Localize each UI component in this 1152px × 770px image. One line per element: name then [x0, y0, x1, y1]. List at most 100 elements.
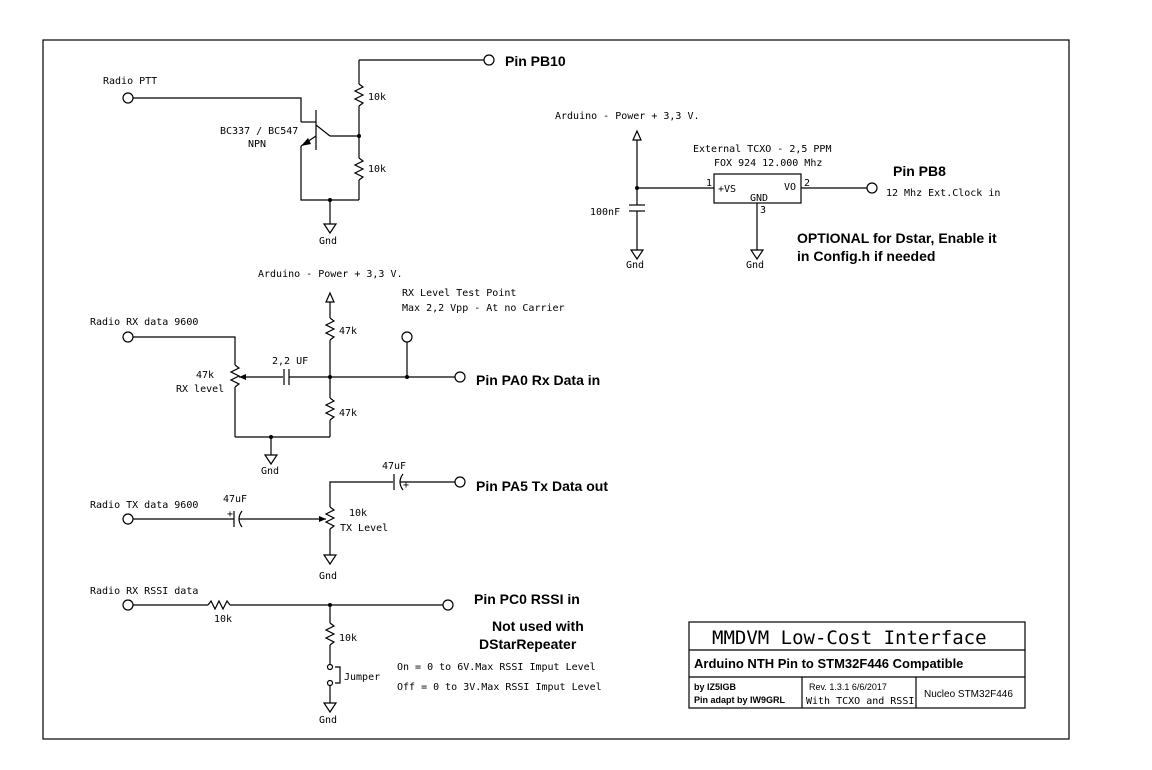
potentiometer-47k [229, 364, 241, 388]
rx-section: Arduino - Power + 3,3 V. 47k 47k RX Leve… [90, 269, 600, 477]
gnd-label: Gnd [746, 260, 764, 271]
resistor-10k-bottom [353, 157, 365, 181]
jumper-off-note: Off = 0 to 3V.Max RSSI Imput Level [397, 682, 602, 693]
not-used-note-1: Not used with [492, 618, 584, 634]
tcxo-title: External TCXO - 2,5 PPM [693, 144, 831, 155]
resistor-10k-series [207, 599, 231, 611]
pin-pa5-terminal [454, 476, 466, 488]
cap-2u2-label: 2,2 UF [272, 356, 308, 367]
ground-icon [322, 702, 338, 714]
jumper-pin-top [326, 663, 334, 671]
tx-section: 47uF + Pin PA5 Tx Data out Radio TX data… [90, 461, 608, 582]
gnd-label: Gnd [626, 260, 644, 271]
pin3-label: 3 [760, 205, 766, 216]
vs-label: +VS [718, 184, 736, 195]
ground-icon [749, 249, 765, 261]
jumper-pin-bottom [326, 679, 334, 687]
revision-label: Rev. 1.3.1 6/6/2017 [809, 682, 887, 692]
power-arrow-icon [632, 129, 642, 141]
wiper-arrow-icon [319, 516, 326, 522]
emitter-arrow-icon [301, 138, 311, 146]
vo-label: VO [784, 182, 796, 193]
pin-pb10-terminal [483, 54, 495, 66]
cap-47uf-in-label: 47uF [223, 494, 247, 505]
npn-label: NPN [248, 139, 266, 150]
r10k-top-label: 10k [368, 92, 386, 103]
not-used-note-2: DStarRepeater [479, 636, 577, 652]
rssi-section: Radio RX RSSI data 10k Pin PC0 RSSI in N… [90, 586, 602, 726]
radio-rssi-label: Radio RX RSSI data [90, 586, 198, 597]
resistor-10k-top [353, 83, 365, 107]
plus-label: + [403, 480, 409, 491]
pin-pa5-label: Pin PA5 Tx Data out [476, 478, 608, 494]
title-block-subtitle: Arduino NTH Pin to STM32F446 Compatible [694, 656, 963, 671]
r10k-shunt-label: 10k [339, 633, 357, 644]
variant-label: With TCXO and RSSI [806, 696, 914, 707]
pin-pb8-terminal [866, 182, 878, 194]
transistor-label: BC337 / BC547 [220, 126, 298, 137]
pin2-label: 2 [804, 178, 810, 189]
rx-level-label: RX level [176, 384, 224, 395]
radio-tx-terminal [122, 513, 134, 525]
radio-rx-label: Radio RX data 9600 [90, 317, 198, 328]
pin-pb10-label: Pin PB10 [505, 53, 566, 69]
pin-pc0-label: Pin PC0 RSSI in [474, 591, 580, 607]
testpoint-label-2: Max 2,2 Vpp - At no Carrier [402, 303, 565, 314]
radio-ptt-label: Radio PTT [103, 76, 157, 87]
optional-note-1: OPTIONAL for Dstar, Enable it [797, 230, 997, 246]
tcxo-power-label: Arduino - Power + 3,3 V. [555, 111, 700, 122]
plus-label: + [227, 509, 233, 520]
gnd-label: Gnd [319, 571, 337, 582]
jumper-on-note: On = 0 to 6V.Max RSSI Imput Level [397, 662, 596, 673]
tcxo-part: FOX 924 12.000 Mhz [714, 158, 822, 169]
radio-rssi-terminal [122, 599, 134, 611]
testpoint-terminal [401, 331, 413, 343]
gnd-label: Gnd [319, 715, 337, 726]
ptt-section: Radio PTT BC337 / BC547 NPN 10k 10k Pin … [103, 53, 566, 247]
drawing-border [42, 39, 1070, 740]
author-label: by IZ5IGB [694, 682, 737, 692]
pot-47k-label: 47k [196, 370, 214, 381]
tx-level-label: TX Level [340, 523, 388, 534]
pin-pa0-label: Pin PA0 Rx Data in [476, 372, 600, 388]
testpoint-label-1: RX Level Test Point [402, 288, 516, 299]
ground-icon [629, 249, 645, 261]
gnd-label: Gnd [319, 236, 337, 247]
title-block-title: MMDVM Low-Cost Interface [712, 627, 987, 649]
title-block: MMDVM Low-Cost Interface Arduino NTH Pin… [688, 621, 1026, 709]
potentiometer-10k [324, 506, 336, 530]
pin-pb8-label: Pin PB8 [893, 163, 946, 179]
ground-icon [322, 554, 338, 566]
resistor-47k-top [324, 317, 336, 341]
pin1-label: 1 [706, 178, 712, 189]
gnd-label: Gnd [261, 466, 279, 477]
chip-gnd-label: GND [750, 193, 768, 204]
r10k-bottom-label: 10k [368, 164, 386, 175]
adapt-label: Pin adapt by IW9GRL [694, 695, 786, 705]
clock-label: 12 Mhz Ext.Clock in [886, 188, 1000, 199]
rx-power-label: Arduino - Power + 3,3 V. [258, 269, 403, 280]
power-arrow-icon [325, 291, 335, 303]
jumper-label: Jumper [344, 672, 380, 683]
r47k-bottom-label: 47k [339, 408, 357, 419]
pin-pa0-terminal [454, 371, 466, 383]
optional-note-2: in Config.h if needed [797, 248, 935, 264]
resistor-47k-bottom [324, 397, 336, 421]
board-label: Nucleo STM32F446 [924, 689, 1013, 700]
radio-rx-terminal [122, 331, 134, 343]
cap-47uf-out-label: 47uF [382, 461, 406, 472]
pot-10k-label: 10k [349, 508, 367, 519]
radio-tx-label: Radio TX data 9600 [90, 500, 198, 511]
r10k-series-label: 10k [214, 614, 232, 625]
wiper-arrow-icon [239, 374, 246, 380]
r47k-top-label: 47k [339, 326, 357, 337]
tcxo-section: Arduino - Power + 3,3 V. 100nF Gnd 1 +VS… [555, 111, 1000, 271]
ground-icon [322, 223, 338, 235]
jumper-bracket [335, 666, 341, 684]
ground-icon [263, 454, 279, 466]
pin-pc0-terminal [442, 599, 454, 611]
resistor-10k-shunt [324, 622, 336, 646]
radio-ptt-terminal [122, 92, 134, 104]
cap-100nf-label: 100nF [590, 207, 620, 218]
